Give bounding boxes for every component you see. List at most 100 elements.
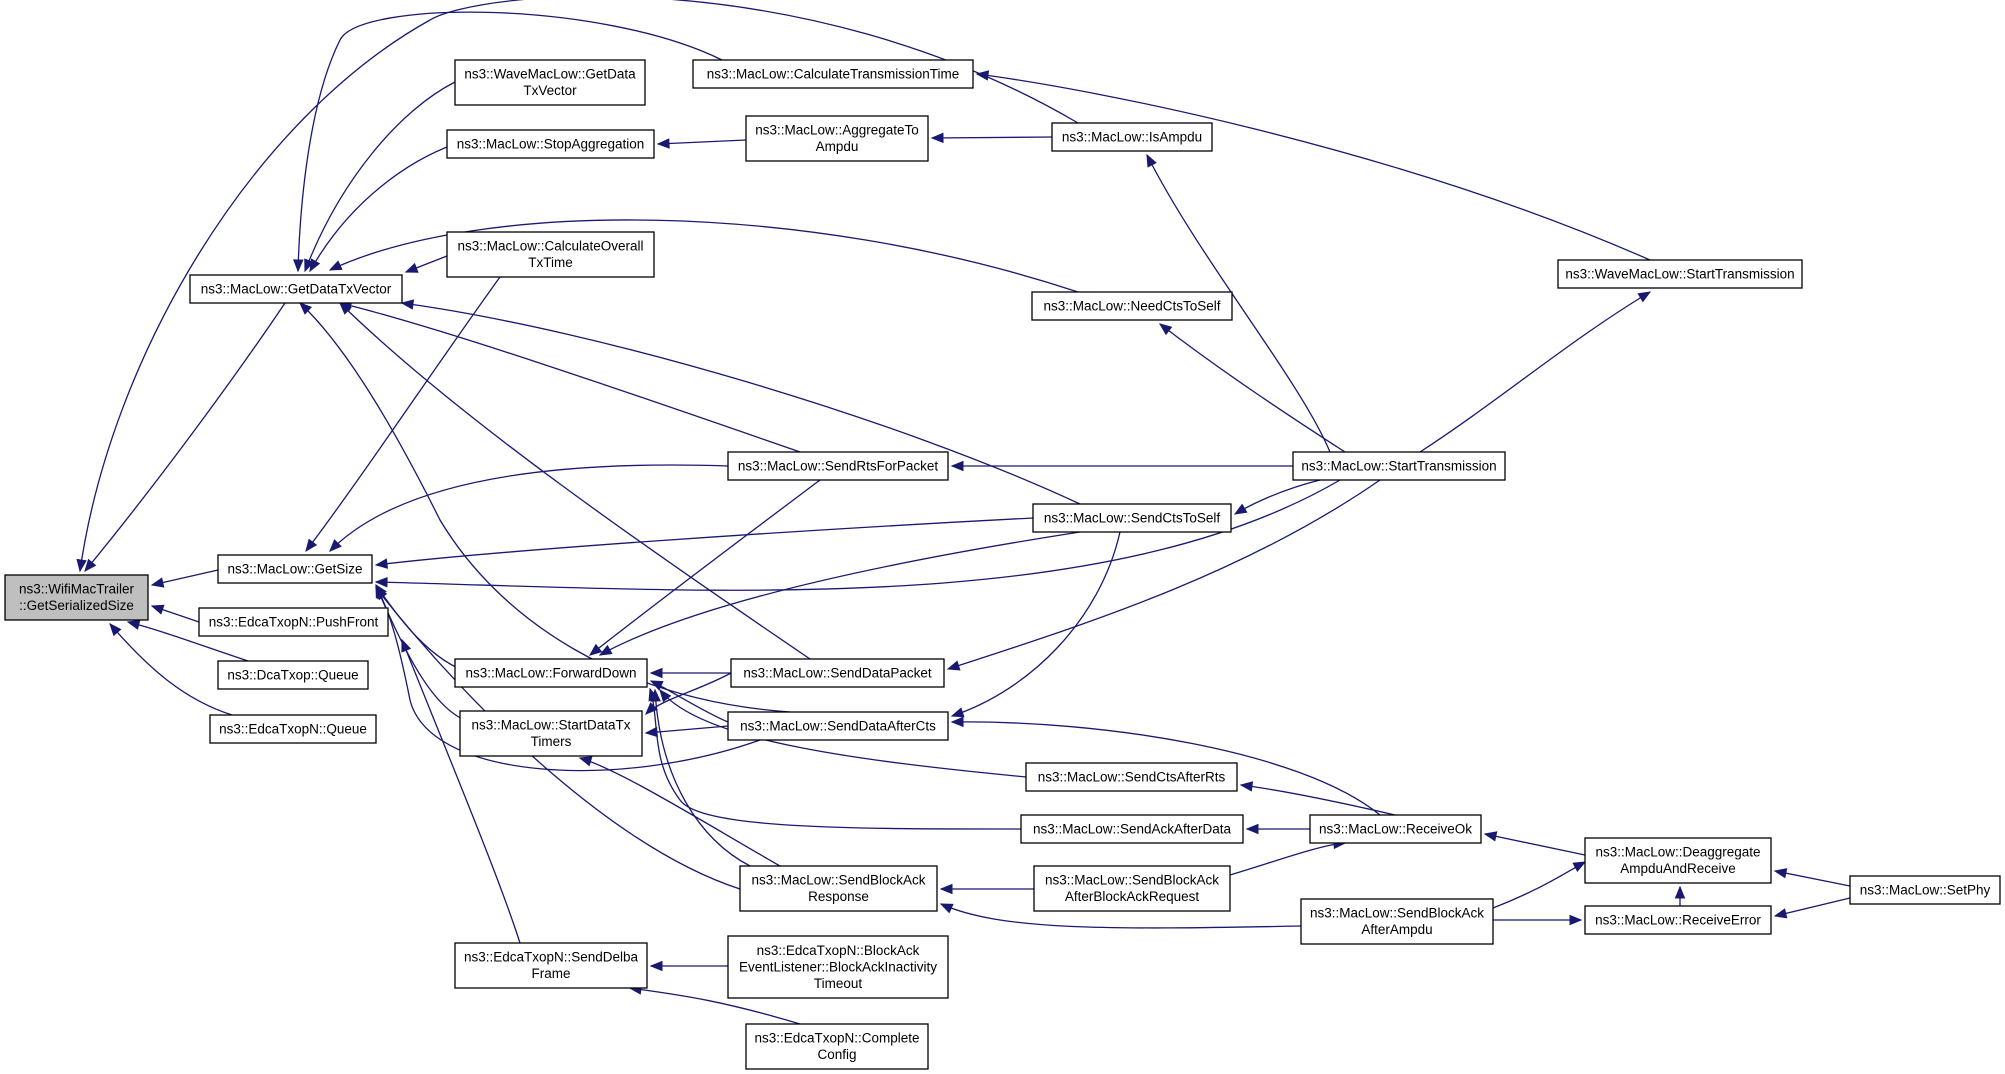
call-edge-n8-to-n2 (305, 276, 501, 553)
edge-line (629, 987, 801, 1025)
call-edge-n3-to-n0 (150, 604, 200, 623)
caller-function-node[interactable]: ns3::MacLow::StopAggregation (446, 129, 655, 159)
caller-function-node[interactable]: ns3::MacLow::GetDataTxVector (189, 274, 403, 304)
edge-line (659, 689, 1027, 778)
edge-arrowhead (649, 680, 664, 691)
caller-function-node[interactable]: ns3::MacLow::IsAmpdu (1051, 122, 1213, 152)
call-edge-n28-to-n26 (939, 903, 1302, 929)
node-label-line: ns3::MacLow::SendAckAfterData (1033, 821, 1232, 836)
caller-function-node[interactable]: ns3::MacLow::SendDataPacket (730, 658, 945, 688)
root-function-node[interactable]: ns3::WifiMacTrailer::GetSerializedSize (4, 574, 149, 621)
node-label-line: ns3::MacLow::NeedCtsToSelf (1043, 298, 1220, 313)
edge-arrowhead (76, 558, 87, 573)
call-edge-n18-to-n19 (645, 672, 732, 715)
edge-arrowhead (150, 604, 165, 615)
edge-arrowhead (299, 302, 312, 315)
call-edge-n26-to-n17 (650, 688, 751, 867)
caller-function-node[interactable]: ns3::MacLow::ReceiveOk (1309, 814, 1482, 844)
edge-arrowhead (1773, 908, 1788, 919)
caller-function-node[interactable]: ns3::MacLow::CalculateTransmissionTime (692, 59, 974, 89)
node-label-line: ns3::MacLow::SendCtsToSelf (1044, 510, 1221, 525)
caller-function-node[interactable]: ns3::DcaTxop::Queue (217, 660, 369, 690)
node-label-line: ns3::WaveMacLow::GetData (464, 67, 636, 82)
caller-function-node[interactable]: ns3::MacLow::SendDataAfterCts (727, 711, 949, 741)
caller-function-node[interactable]: ns3::MacLow::SendBlockAckAfterBlockAckRe… (1033, 865, 1231, 912)
call-edge-n18-to-n17 (649, 667, 731, 679)
call-edge-n29-to-n24 (1674, 885, 1686, 906)
node-box (454, 658, 648, 688)
node-label-line: AfterAmpdu (1361, 922, 1432, 937)
edge-line (305, 276, 501, 552)
call-edge-n25-to-n29 (1773, 897, 1851, 919)
call-edge-n14-to-n18 (946, 479, 1381, 671)
caller-function-node[interactable]: ns3::MacLow::SendCtsAfterRts (1025, 762, 1238, 792)
node-box (1031, 291, 1233, 321)
caller-function-node[interactable]: ns3::EdcaTxopN::BlockAckEventListener::B… (727, 935, 949, 999)
call-edge-n9-to-n1 (293, 11, 723, 273)
node-label-line: ns3::MacLow::SendBlockAck (1310, 906, 1484, 921)
caller-function-node[interactable]: ns3::WaveMacLow::StartTransmission (1557, 259, 1803, 289)
call-edges (76, 0, 1851, 1025)
caller-function-node[interactable]: ns3::MacLow::SetPhy (1849, 875, 2001, 905)
node-label-line: AfterBlockAckRequest (1065, 889, 1200, 904)
edge-arrowhead (578, 756, 593, 767)
edge-arrowhead (1773, 868, 1788, 879)
caller-function-node[interactable]: ns3::MacLow::ForwardDown (454, 658, 648, 688)
caller-function-node[interactable]: ns3::WaveMacLow::GetDataTxVector (454, 59, 646, 106)
caller-function-node[interactable]: ns3::EdcaTxopN::Queue (209, 714, 377, 744)
node-label-line: TxTime (528, 255, 573, 270)
caller-function-node[interactable]: ns3::MacLow::SendCtsToSelf (1032, 503, 1232, 533)
node-box (209, 714, 377, 744)
node-label-line: ns3::DcaTxop::Queue (227, 667, 358, 682)
caller-function-node[interactable]: ns3::MacLow::SendAckAfterData (1020, 814, 1244, 844)
node-box (1557, 259, 1803, 289)
node-box (217, 660, 369, 690)
caller-function-node[interactable]: ns3::MacLow::GetSize (217, 554, 373, 584)
edge-line (1419, 291, 1651, 453)
node-box (454, 942, 648, 989)
edge-line (649, 688, 1022, 830)
caller-function-node[interactable]: ns3::MacLow::NeedCtsToSelf (1031, 291, 1233, 321)
caller-function-node[interactable]: ns3::MacLow::SendRtsForPacket (727, 451, 949, 481)
node-label-line: ns3::MacLow::SendRtsForPacket (738, 458, 939, 473)
caller-function-node[interactable]: ns3::EdcaTxopN::PushFront (198, 607, 389, 637)
call-edge-n14-to-n2 (374, 479, 1341, 591)
call-edge-n20-to-n19 (644, 725, 729, 738)
edge-arrowhead (930, 132, 944, 144)
node-box (1849, 875, 2001, 905)
edge-arrowhead (649, 960, 663, 972)
call-edge-n27-to-n23 (1229, 838, 1347, 876)
edge-arrowhead (305, 538, 318, 553)
node-box (745, 1023, 929, 1070)
edge-arrowhead (404, 262, 419, 273)
node-box (198, 607, 389, 637)
call-edge-n5-to-n0 (109, 623, 233, 716)
node-box (459, 710, 643, 757)
node-label-line: EventListener::BlockAckInactivity (739, 959, 937, 974)
node-label-line: ns3::MacLow::ReceiveError (1595, 912, 1761, 927)
edge-arrowhead (339, 302, 352, 315)
edge-line (654, 689, 751, 867)
node-box (1020, 814, 1244, 844)
caller-function-node[interactable]: ns3::MacLow::StartTransmission (1292, 451, 1506, 481)
edge-line (940, 903, 1302, 929)
caller-function-node[interactable]: ns3::MacLow::ReceiveError (1584, 905, 1772, 935)
edge-arrowhead (650, 688, 661, 702)
call-edge-n16-to-n20 (950, 531, 1121, 718)
call-edge-n12-to-n9 (975, 70, 1651, 261)
node-label-line: ns3::MacLow::ReceiveOk (1319, 821, 1472, 836)
call-edge-n21-to-n17 (659, 688, 1027, 778)
edge-arrowhead (309, 258, 321, 273)
edge-line (947, 479, 1381, 670)
node-box (730, 658, 945, 688)
edge-arrowhead (588, 643, 603, 656)
edge-arrowhead (946, 660, 961, 671)
